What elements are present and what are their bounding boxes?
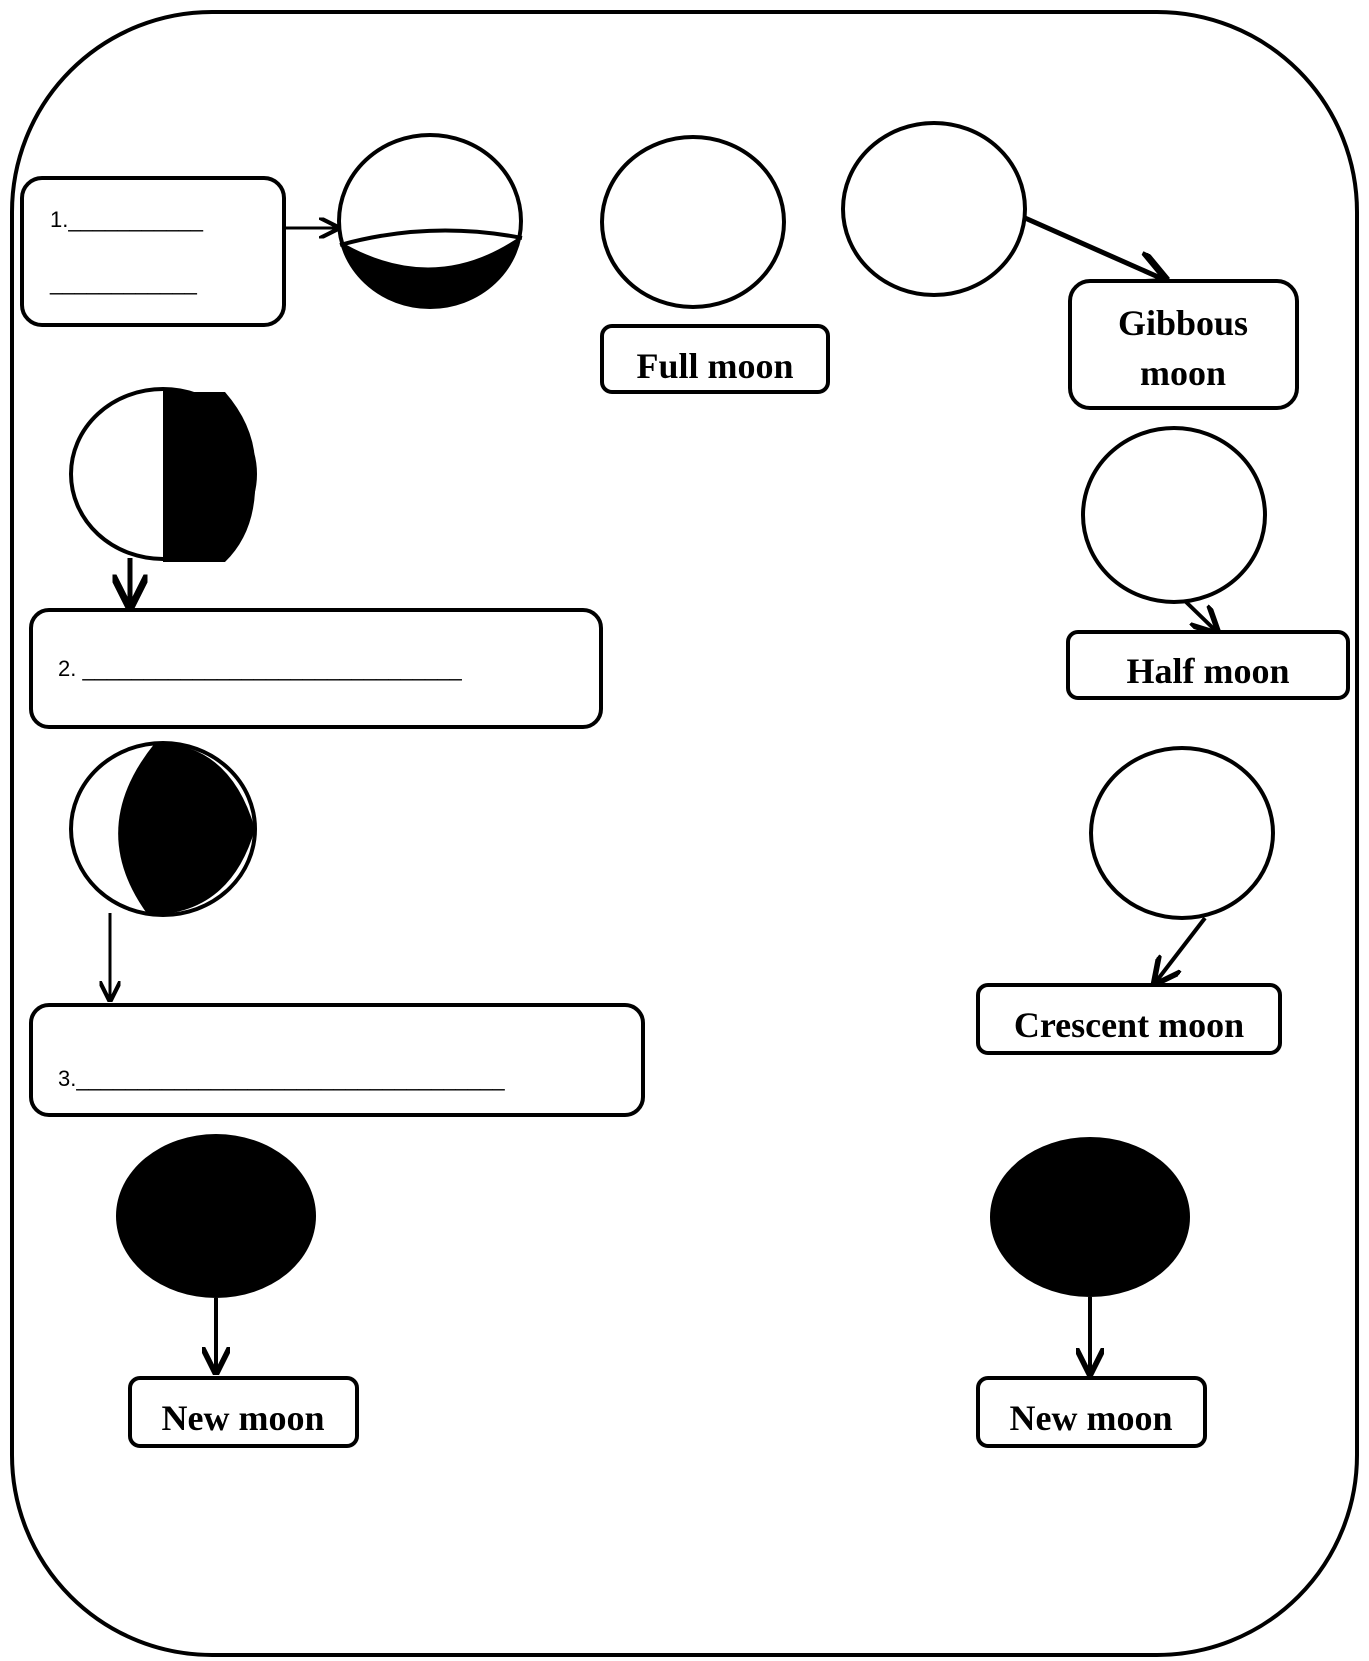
answer-box-2[interactable]: [29, 608, 603, 729]
half-moon-icon: [69, 387, 257, 562]
new-moon-left-label: New moon: [162, 1398, 325, 1438]
arrow-to-gibbous-label: [1023, 215, 1165, 280]
top-right-moon-icon: [841, 121, 1027, 297]
gibbous-label-box: [1068, 279, 1299, 410]
full-moon-label: Full moon: [636, 346, 793, 386]
answer-blank-1-line1: 1.___________: [50, 207, 204, 232]
right-moon-3-icon: [1089, 746, 1275, 920]
new-moon-right-icon: [990, 1137, 1190, 1297]
new-moon-left-label-box: [128, 1376, 359, 1448]
answer-blank-1-line2: ____________: [49, 270, 198, 295]
answer-box-3[interactable]: [29, 1003, 645, 1117]
arrow-to-half-moon-label: [1183, 599, 1217, 632]
answer-box-1[interactable]: [20, 176, 286, 327]
new-moon-right-label-box: [976, 1376, 1207, 1448]
full-moon-icon: [600, 135, 786, 309]
crescent-label-box: [976, 983, 1282, 1055]
answer-blank-2: 2. _______________________________: [58, 656, 463, 681]
half-moon-label-box: [1066, 630, 1350, 700]
answer-blank-3: 3.___________________________________: [58, 1066, 505, 1091]
new-moon-left-icon: [116, 1134, 316, 1298]
half-moon-label: Half moon: [1126, 651, 1289, 691]
crescent-moon-icon: [69, 741, 257, 917]
arrow-to-crescent-label: [1155, 916, 1207, 983]
gibbous-label-line2: moon: [1140, 353, 1226, 393]
right-moon-2-icon: [1081, 426, 1267, 604]
new-moon-right-label: New moon: [1010, 1398, 1173, 1438]
gibbous-label-line1: Gibbous: [1118, 303, 1248, 343]
crescent-moon-label: Crescent moon: [1014, 1005, 1244, 1045]
full-moon-label-box: [600, 324, 830, 394]
